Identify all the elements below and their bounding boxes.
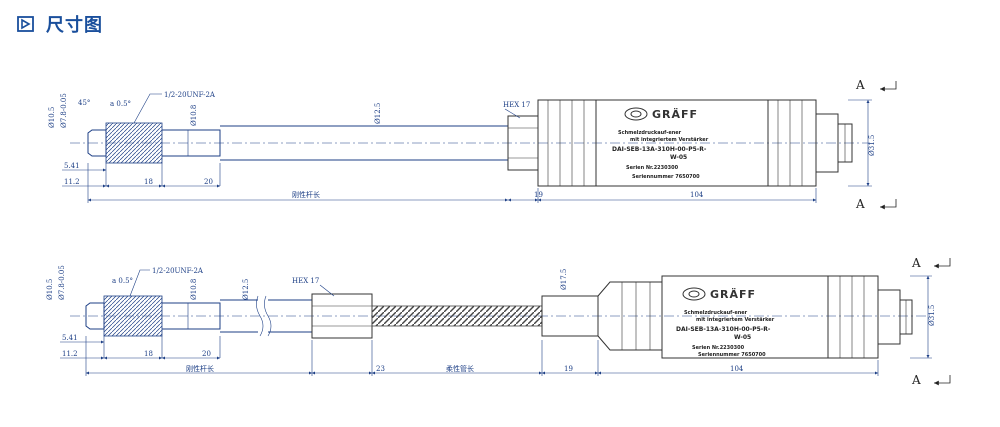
label-model: W-05 (734, 334, 751, 341)
dim-label: a 0.5° (110, 100, 131, 108)
dim-label: 104 (730, 365, 744, 373)
dim-label: 18 (144, 350, 153, 358)
dim-label: 19 (564, 365, 573, 373)
dim-label: 1/2-20UNF-2A (152, 267, 204, 275)
dim-label: HEX 17 (503, 101, 530, 109)
product-label: GRÄFF Schmelzdruckauf-ener mit integrier… (612, 107, 709, 180)
label-serial: Serien Nr.2230300 (692, 345, 745, 351)
label-serial: Seriennummer 7650700 (698, 352, 766, 358)
dim-label: 23 (376, 365, 385, 373)
section-marker: A (911, 373, 921, 387)
dim-label: Ø12.5 (242, 279, 250, 300)
section-marker: A (855, 78, 865, 92)
dim-label: 1/2-20UNF-2A (164, 91, 216, 99)
brand-logo: GRÄFF (652, 107, 698, 121)
dim-label: Ø10.8 (190, 279, 198, 300)
dim-label: Ø10.5 (48, 107, 56, 128)
dim-label: Ø31.5 (928, 305, 936, 326)
dim-label: Ø10.8 (190, 105, 198, 126)
dim-label: 19 (534, 191, 543, 199)
dim-label: Ø12.5 (374, 103, 382, 124)
dim-label: 11.2 (62, 350, 78, 358)
label-line: Schmelzdruckauf-ener (618, 130, 682, 136)
dim-label: Ø7.8-0.05 (58, 265, 66, 300)
section-marker: A (855, 197, 865, 211)
dim-label: 5.41 (62, 334, 78, 342)
section-header: 尺寸图 (16, 10, 103, 38)
dim-label: HEX 17 (292, 277, 319, 285)
dim-label: Ø7.8-0.05 (60, 93, 68, 128)
dim-label: Ø31.5 (868, 135, 876, 156)
label-line: mit integriertem Verstärker (696, 317, 775, 323)
dim-label: 11.2 (64, 178, 80, 186)
brand-logo: GRÄFF (710, 287, 756, 301)
dim-label: 45° (78, 99, 90, 107)
label-model: DAI-SEB-13A-310H-00-P5-R- (612, 146, 707, 153)
page-title: 尺寸图 (46, 15, 103, 36)
dim-label: a 0.5° (112, 277, 133, 285)
dim-label: 5.41 (64, 162, 80, 170)
label-line: Schmelzdruckauf-ener (684, 310, 748, 316)
dim-label: 104 (690, 191, 704, 199)
label-model: DAI-SEB-13A-310H-00-P5-R- (676, 326, 771, 333)
dim-label: Ø10.5 (46, 279, 54, 300)
dim-label: 20 (202, 350, 211, 358)
document-arrow-icon (17, 16, 34, 32)
label-model: W-05 (670, 154, 687, 161)
dim-label: Ø17.5 (560, 269, 568, 290)
drawing-flexible: GRÄFF Schmelzdruckauf-ener mit integrier… (46, 256, 951, 387)
dim-label: 柔性管长 (446, 364, 474, 373)
section-marker: A (911, 256, 921, 270)
dim-label: 20 (204, 178, 213, 186)
label-serial: Serien Nr.2230300 (626, 165, 679, 171)
product-label: GRÄFF Schmelzdruckauf-ener mit integrier… (676, 287, 775, 358)
dim-label: 刚性杆长 (186, 364, 214, 373)
dim-label: 刚性杆长 (292, 190, 320, 199)
label-serial: Seriennummer 7650700 (632, 174, 700, 180)
drawing-rigid: GRÄFF Schmelzdruckauf-ener mit integrier… (48, 78, 897, 211)
label-line: mit integriertem Verstärker (630, 137, 709, 143)
dim-label: 18 (144, 178, 153, 186)
